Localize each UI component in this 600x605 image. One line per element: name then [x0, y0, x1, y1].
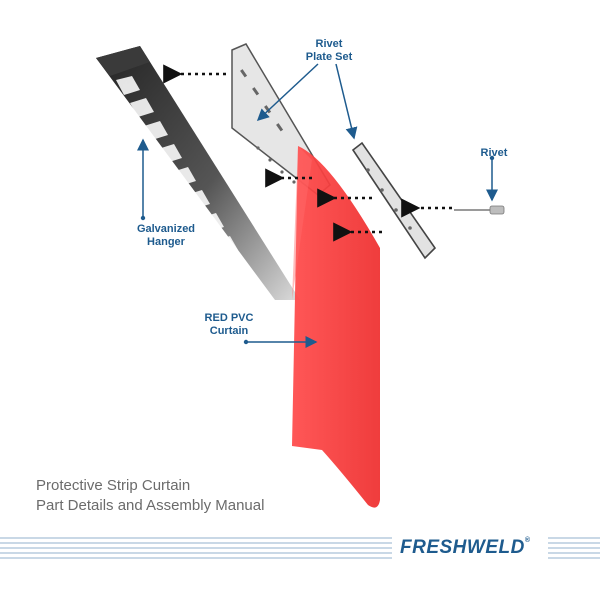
manual-title: Protective Strip Curtain Part Details an…	[36, 476, 264, 516]
rivet-pin	[454, 205, 505, 215]
rivet-label: Rivet	[474, 147, 514, 160]
galvanized-hanger-label: Galvanized Hanger	[126, 223, 206, 249]
red-pvc-curtain	[292, 146, 380, 508]
galvanized-hanger-label-line2: Hanger	[147, 236, 185, 248]
brand-registered-mark: ®	[524, 537, 531, 544]
rivet-plate-set-label-line2: Plate Set	[305, 51, 353, 63]
galvanized-hanger-label-line1: Galvanized	[136, 223, 196, 235]
brand-logo: FRESHWELD®	[400, 537, 531, 559]
manual-title-line1: Protective Strip Curtain	[36, 477, 191, 494]
red-pvc-curtain-label-line1: RED PVC	[204, 312, 254, 324]
red-pvc-curtain-label-line2: Curtain	[209, 325, 249, 337]
footer-stripes	[0, 537, 600, 559]
assembly-arrows	[163, 64, 452, 242]
galvanized-hanger	[96, 46, 300, 300]
red-pvc-curtain-label: RED PVC Curtain	[194, 312, 264, 338]
rivet-plate-small	[351, 141, 437, 260]
rivet-label-text: Rivet	[480, 147, 508, 159]
leader-lines	[137, 63, 498, 348]
rivet-plate-set-label-line1: Rivet	[315, 38, 343, 50]
manual-title-line2: Part Details and Assembly Manual	[36, 497, 265, 514]
leader-dots	[140, 155, 495, 345]
brand-name: FRESHWELD	[400, 537, 525, 558]
rivet-plate-set-label: Rivet Plate Set	[294, 38, 364, 64]
